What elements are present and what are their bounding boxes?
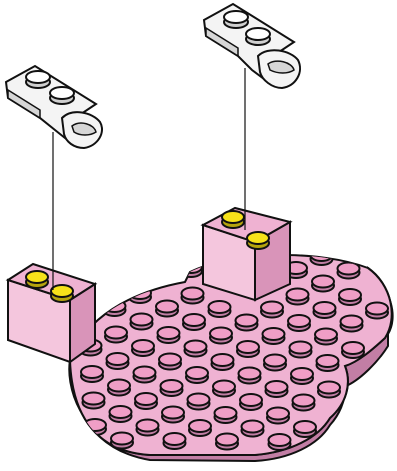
plate-stud — [236, 315, 258, 331]
plate-stud — [240, 394, 262, 410]
plate-stud — [317, 355, 339, 371]
clip-plate-left-stud-2 — [50, 87, 74, 104]
plate-stud — [216, 434, 238, 450]
clip-plate-left-stud-1 — [26, 71, 50, 88]
plate-stud — [264, 355, 286, 371]
plate-stud — [158, 327, 180, 343]
plate-stud — [290, 342, 312, 358]
plate-stud — [111, 433, 133, 449]
plate-stud — [209, 301, 231, 317]
brick-left-yellow-stud-2 — [51, 285, 73, 302]
plate-stud — [134, 367, 156, 383]
plate-stud — [105, 327, 127, 343]
plate-stud — [161, 380, 183, 396]
plate-stud — [341, 316, 363, 332]
plate-stud — [162, 407, 184, 423]
plate-stud — [189, 420, 211, 436]
brick-1x2-left — [8, 264, 95, 362]
clip-plate-right-stud-2 — [246, 28, 270, 45]
plate-stud — [239, 368, 261, 384]
plate-stud — [185, 341, 207, 357]
clip-plate-1x2-right — [204, 4, 300, 88]
plate-stud — [366, 303, 388, 319]
plate-stud — [108, 380, 130, 396]
brick-left-yellow-stud-1 — [26, 271, 48, 288]
plate-stud — [339, 289, 361, 305]
plate-stud — [261, 302, 283, 318]
plate-stud — [180, 261, 202, 277]
plate-stud — [242, 421, 264, 437]
plate-stud — [315, 329, 337, 345]
plate-stud — [107, 353, 129, 369]
plate-stud — [237, 341, 259, 357]
plate-stud — [164, 433, 186, 449]
plate-stud — [287, 289, 309, 305]
brick-1x2-right — [203, 208, 290, 300]
plate-stud — [312, 276, 334, 292]
plate-stud — [212, 354, 234, 370]
brick-right-yellow-stud-1 — [222, 211, 244, 228]
plate-stud — [318, 382, 340, 398]
plate-stud — [338, 263, 360, 279]
plate-stud — [342, 342, 364, 358]
brick-right-yellow-stud-2 — [247, 232, 269, 249]
clip-plate-right-stud-1 — [224, 11, 248, 28]
plate-stud — [81, 366, 103, 382]
plate-stud — [129, 287, 151, 303]
plate-stud — [314, 302, 336, 318]
plate-stud — [183, 314, 205, 330]
plate-stud — [294, 421, 316, 437]
plate-stud — [188, 394, 210, 410]
plate-stud — [182, 288, 204, 304]
plate-stud — [213, 381, 235, 397]
plate-stud — [159, 354, 181, 370]
plate-stud — [156, 301, 178, 317]
plate-stud — [291, 368, 313, 384]
clip-plate-1x2-left — [6, 66, 102, 148]
plate-stud — [131, 314, 153, 330]
plate-stud — [288, 315, 310, 331]
plate-stud — [266, 381, 288, 397]
plate-stud — [83, 393, 105, 409]
plate-stud — [110, 406, 132, 422]
plate-stud — [293, 395, 315, 411]
plate-stud — [210, 328, 232, 344]
plate-stud — [215, 407, 237, 423]
plate-stud — [137, 420, 159, 436]
plate-stud — [269, 434, 291, 450]
plate-stud — [135, 393, 157, 409]
plate-stud — [186, 367, 208, 383]
plate-stud — [267, 408, 289, 424]
plate-stud — [132, 340, 154, 356]
plate-stud — [263, 328, 285, 344]
